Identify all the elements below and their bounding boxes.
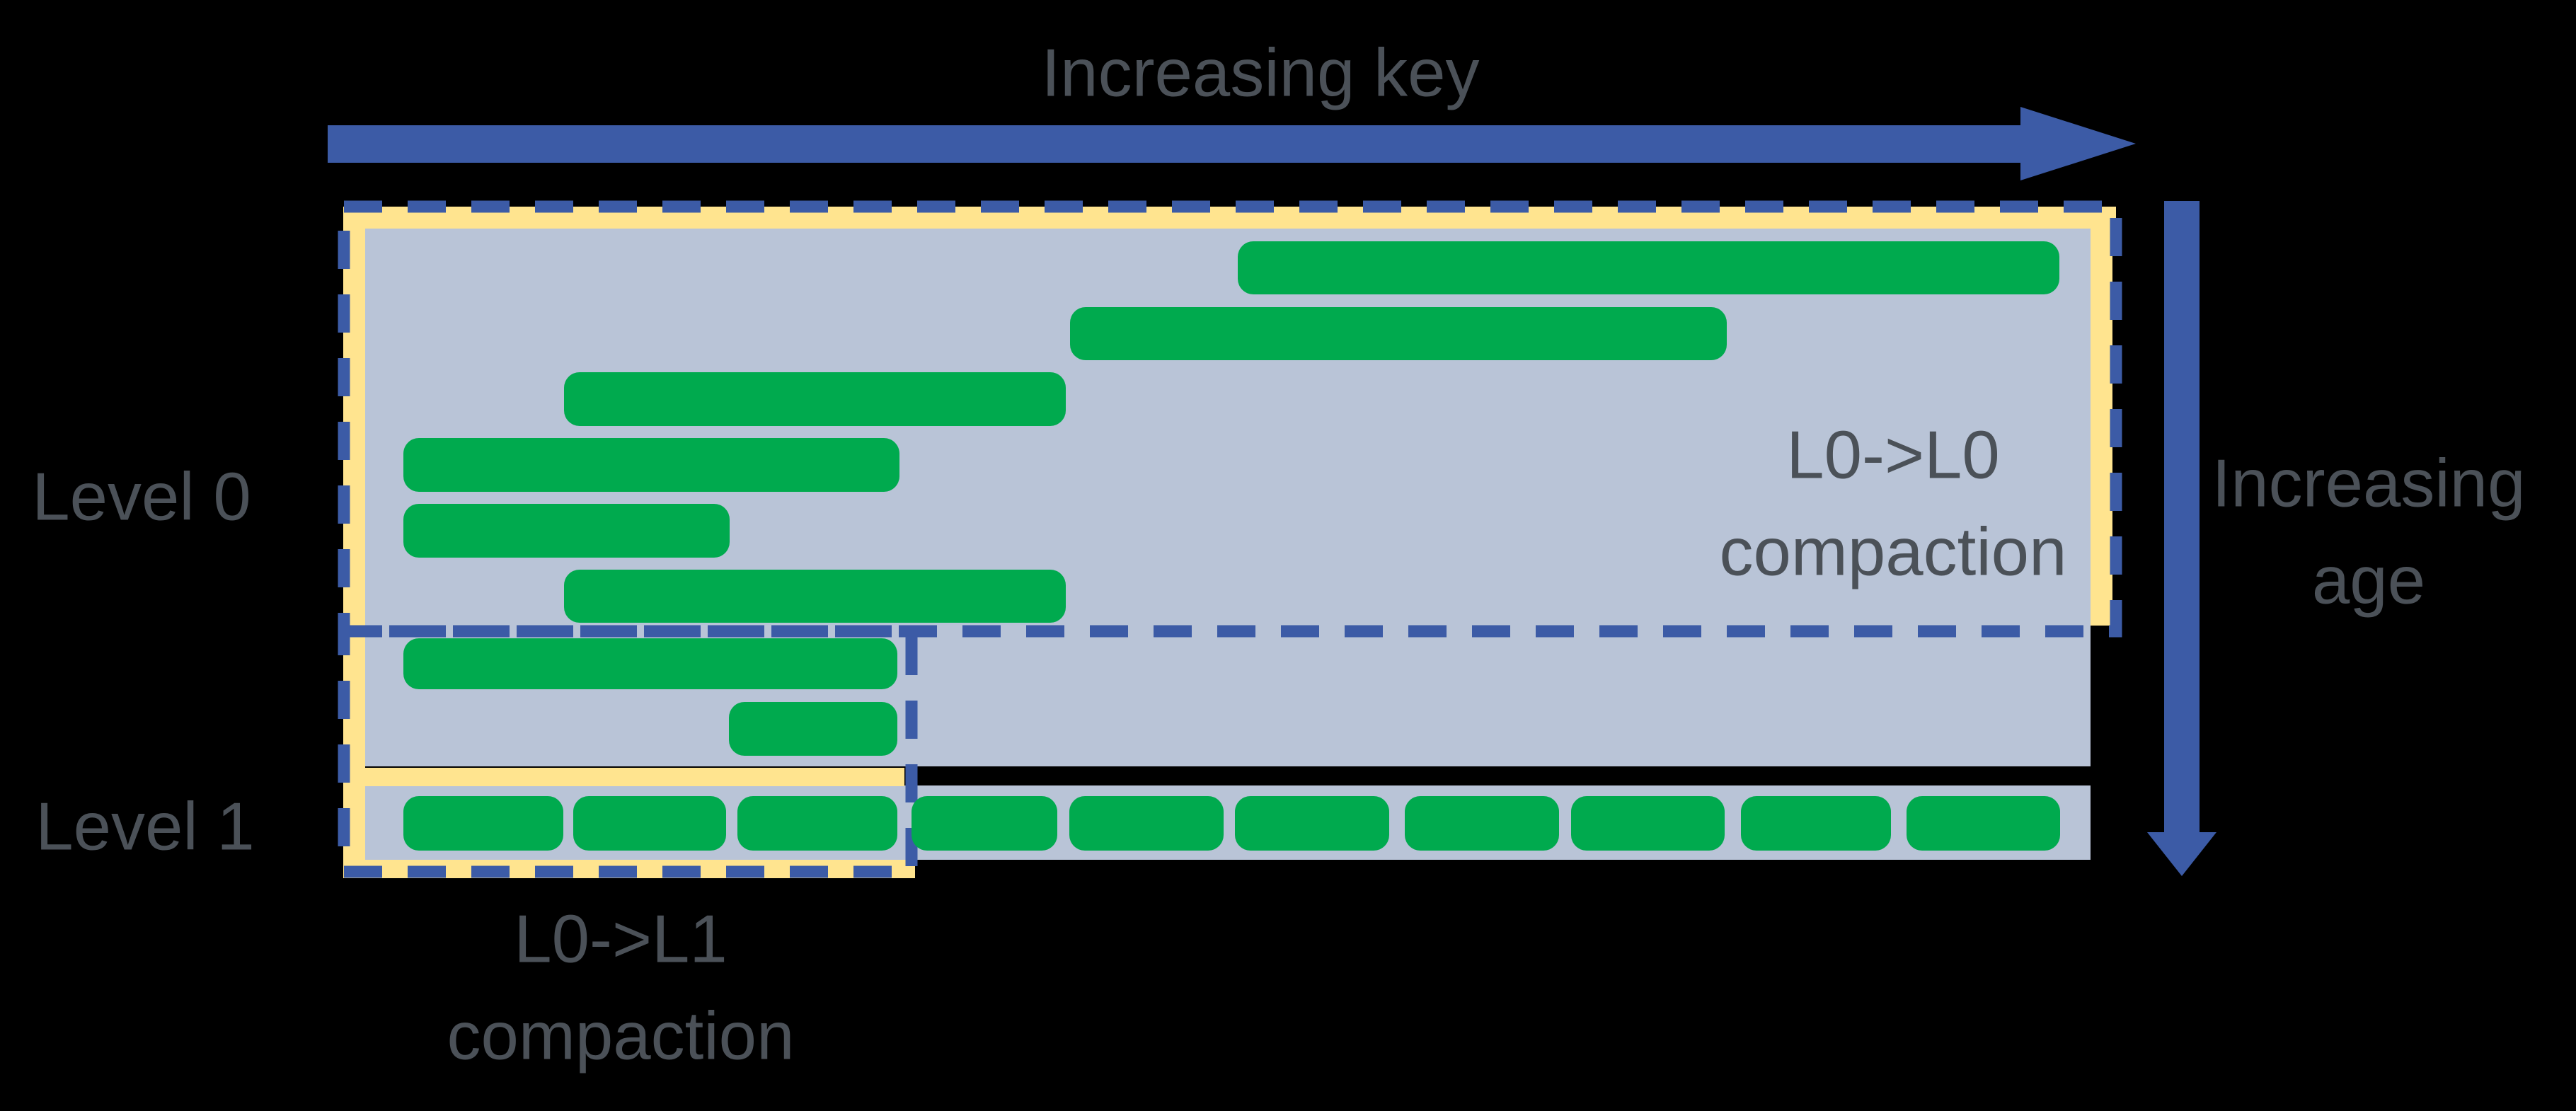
- sstable-bar: [912, 796, 1057, 851]
- l0-l1-compaction-label: L0->L1 compaction: [447, 891, 795, 1086]
- sstable-bar: [403, 438, 899, 492]
- sstable-bar: [729, 702, 897, 756]
- increasing-key-arrow: [328, 125, 2023, 163]
- l0-compaction-highlight-right: [2091, 207, 2112, 626]
- l0-compaction-dashed-outline: [338, 200, 2122, 638]
- l0-l0-compaction-label: L0->L0 compaction: [1720, 407, 2067, 601]
- l0-l0-compaction-line1: L0->L0: [1786, 417, 2000, 493]
- level0-label: Level 0: [32, 459, 251, 535]
- increasing-age-arrow: [2164, 201, 2200, 834]
- sstable-bar: [564, 570, 1066, 623]
- sstable-bar: [1238, 241, 2059, 294]
- increasing-age-arrowhead-icon: [2147, 832, 2216, 876]
- sstable-bar: [1571, 796, 1725, 851]
- level1-label: Level 1: [35, 788, 255, 865]
- sstable-bar: [403, 504, 730, 558]
- l0-l1-compaction-dashed-outline: [338, 625, 918, 878]
- sstable-bar: [1069, 796, 1224, 851]
- l0-l1-compaction-line2: compaction: [447, 998, 795, 1074]
- l0-l1-compaction-line1: L0->L1: [514, 901, 728, 977]
- l0-l1-compaction-highlight-top: [343, 768, 904, 786]
- increasing-key-arrowhead-icon: [2020, 107, 2136, 180]
- sstable-bar: [1235, 796, 1389, 851]
- sstable-bar: [1070, 307, 1727, 360]
- sstable-bar: [564, 372, 1066, 426]
- increasing-age-line2: age: [2311, 543, 2426, 618]
- sstable-bar: [403, 638, 897, 689]
- sstable-bar: [737, 796, 897, 851]
- l0-l0-compaction-line2: compaction: [1719, 514, 2067, 590]
- sstable-bar: [403, 796, 563, 851]
- increasing-age-label: Increasing age: [2212, 435, 2526, 630]
- increasing-key-label: Increasing key: [1041, 35, 1480, 111]
- sstable-bar: [1405, 796, 1559, 851]
- sstable-bar: [1741, 796, 1891, 851]
- increasing-age-line1: Increasing: [2212, 445, 2526, 522]
- sstable-bar: [573, 796, 726, 851]
- sstable-bar: [1907, 796, 2060, 851]
